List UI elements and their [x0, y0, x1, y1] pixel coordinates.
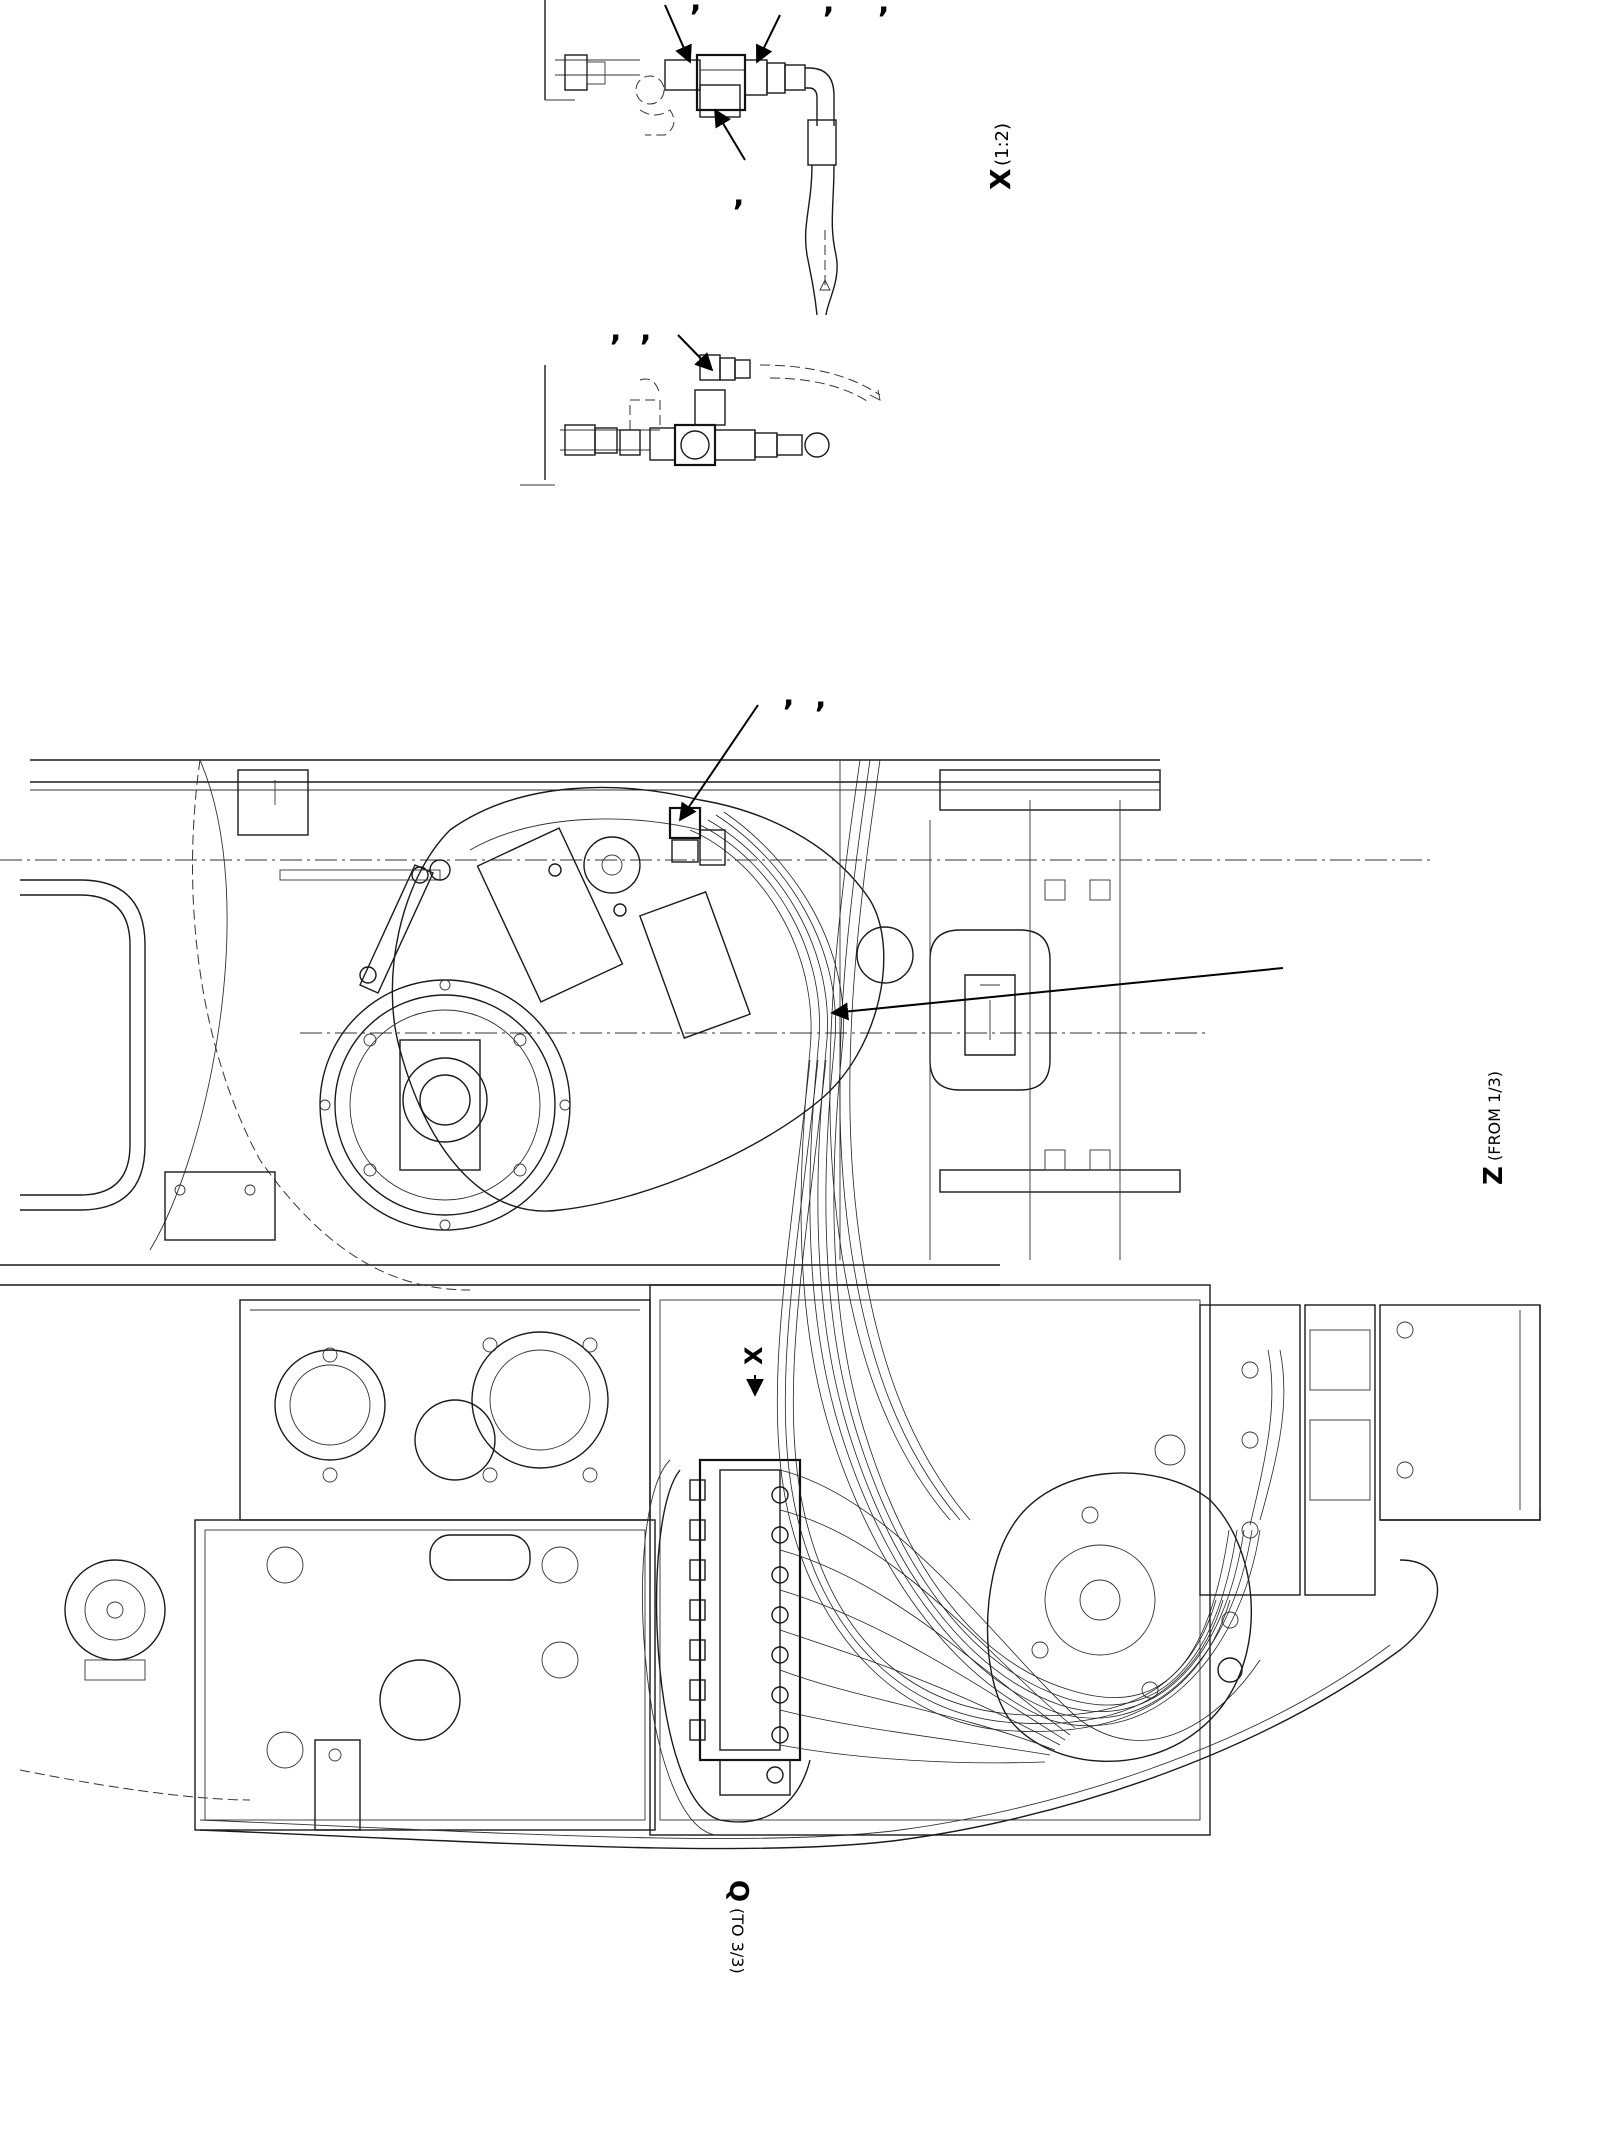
callout-mark: , [815, 680, 826, 715]
view-z-title: Z [1479, 1166, 1509, 1185]
callout-mark: , [640, 313, 651, 348]
view-q-ref: (TO 3/3) [728, 1908, 747, 1974]
view-x-scale: (1:2) [992, 123, 1013, 166]
hose-bundle [689, 759, 1285, 1764]
view-x-marker: X [740, 1346, 768, 1365]
control-valve-stack [642, 1458, 811, 1836]
detail-view-x-side [520, 334, 881, 486]
callout-mark: , [690, 0, 701, 18]
callout-mark: , [783, 678, 794, 713]
view-z-ref: (FROM 1/3) [1485, 1071, 1504, 1161]
callout-mark: , [610, 313, 621, 348]
callout-mark: , [733, 178, 744, 213]
view-x-title: X [984, 168, 1017, 190]
view-q-title: Q [723, 1880, 753, 1902]
callout-mark: , [823, 0, 834, 20]
detail-view-x [544, 0, 838, 316]
main-view [0, 704, 1541, 1850]
callout-mark: , [878, 0, 889, 20]
